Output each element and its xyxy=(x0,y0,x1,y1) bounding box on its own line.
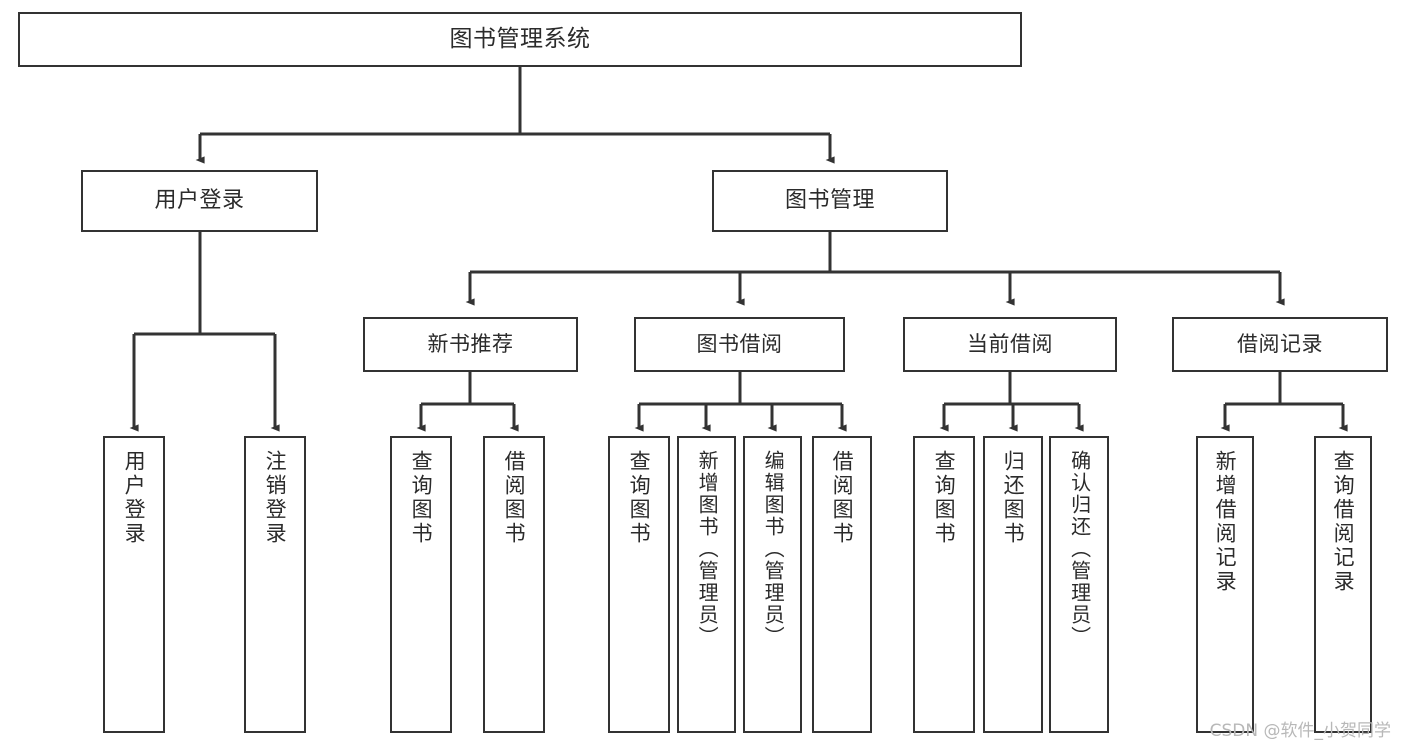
leaf-query-book-current[interactable]: 查询图书 xyxy=(913,436,975,733)
leaf-edit-book-admin[interactable]: 编辑图书（管理员） xyxy=(743,436,802,733)
node-label: 用户登录 xyxy=(122,450,147,546)
node-label: 图书借阅 xyxy=(696,332,783,357)
node-current-borrow[interactable]: 当前借阅 xyxy=(903,317,1117,372)
node-label: 借阅图书 xyxy=(502,450,527,546)
node-label: 确认归还（管理员） xyxy=(1067,450,1092,648)
node-label: 查询图书 xyxy=(409,450,434,546)
node-label: 查询图书 xyxy=(627,450,652,546)
node-label: 注销登录 xyxy=(263,450,288,546)
leaf-query-borrow-record[interactable]: 查询借阅记录 xyxy=(1314,436,1372,733)
leaf-borrow-book-borrow[interactable]: 借阅图书 xyxy=(812,436,872,733)
node-user-login[interactable]: 用户登录 xyxy=(81,170,318,232)
node-label: 新增借阅记录 xyxy=(1213,450,1238,594)
leaf-confirm-return-admin[interactable]: 确认归还（管理员） xyxy=(1049,436,1109,733)
leaf-return-book[interactable]: 归还图书 xyxy=(983,436,1043,733)
leaf-add-book-admin[interactable]: 新增图书（管理员） xyxy=(677,436,736,733)
node-label: 图书管理系统 xyxy=(449,25,591,52)
leaf-logout[interactable]: 注销登录 xyxy=(244,436,306,733)
node-label: 借阅记录 xyxy=(1237,332,1323,357)
node-label: 图书管理 xyxy=(784,188,875,214)
node-label: 查询借阅记录 xyxy=(1331,450,1356,594)
leaf-query-book-newbook[interactable]: 查询图书 xyxy=(390,436,452,733)
node-label: 新书推荐 xyxy=(427,332,514,357)
node-label: 查询图书 xyxy=(932,450,957,546)
node-borrow-record[interactable]: 借阅记录 xyxy=(1172,317,1388,372)
node-book-borrow[interactable]: 图书借阅 xyxy=(634,317,845,372)
node-label: 当前借阅 xyxy=(967,332,1053,357)
node-label: 归还图书 xyxy=(1001,450,1026,546)
node-book-management[interactable]: 图书管理 xyxy=(712,170,948,232)
node-new-book-recommend[interactable]: 新书推荐 xyxy=(363,317,578,372)
node-label: 借阅图书 xyxy=(830,450,855,546)
leaf-user-login[interactable]: 用户登录 xyxy=(103,436,165,733)
node-label: 用户登录 xyxy=(154,188,245,214)
node-label: 编辑图书（管理员） xyxy=(761,450,786,648)
node-root-book-management-system[interactable]: 图书管理系统 xyxy=(18,12,1022,67)
leaf-query-book-borrow[interactable]: 查询图书 xyxy=(608,436,670,733)
node-label: 新增图书（管理员） xyxy=(695,450,720,648)
csdn-watermark: CSDN @软件_小贺同学 xyxy=(1209,721,1391,741)
leaf-borrow-book-newbook[interactable]: 借阅图书 xyxy=(483,436,545,733)
leaf-add-borrow-record[interactable]: 新增借阅记录 xyxy=(1196,436,1254,733)
